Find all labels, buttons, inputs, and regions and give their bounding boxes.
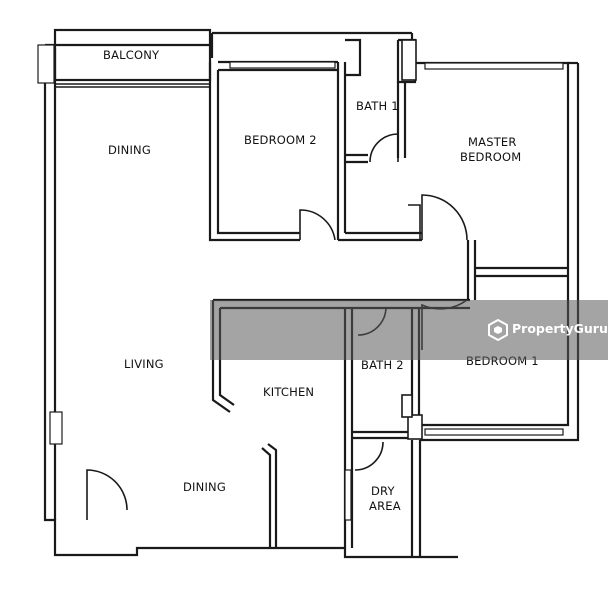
watermark-text: PropertyGuru [512, 321, 608, 336]
label-dining-top: DINING [108, 143, 151, 157]
windows [49, 61, 564, 521]
bedroom2-walls [208, 60, 422, 242]
propertyguru-logo-icon [488, 319, 508, 341]
label-master-2: BEDROOM [460, 150, 521, 164]
outer-walls [43, 31, 580, 559]
label-bath1: BATH 1 [356, 99, 399, 113]
label-bedroom2: BEDROOM 2 [244, 133, 317, 147]
label-master-1: MASTER [468, 135, 517, 149]
label-living: LIVING [124, 357, 164, 371]
room-labels: BALCONY DINING BEDROOM 2 BATH 1 MASTER B… [103, 48, 539, 513]
columns [401, 39, 423, 440]
label-dining-bottom: DINING [183, 480, 226, 494]
label-kitchen: KITCHEN [263, 385, 314, 399]
label-dry-2: AREA [369, 499, 401, 513]
watermark-band [210, 300, 608, 360]
label-balcony: BALCONY [103, 48, 160, 62]
balcony-area [37, 28, 212, 88]
label-bath2: BATH 2 [361, 358, 404, 372]
bath1-walls [345, 38, 417, 164]
label-dry-1: DRY [371, 484, 396, 498]
